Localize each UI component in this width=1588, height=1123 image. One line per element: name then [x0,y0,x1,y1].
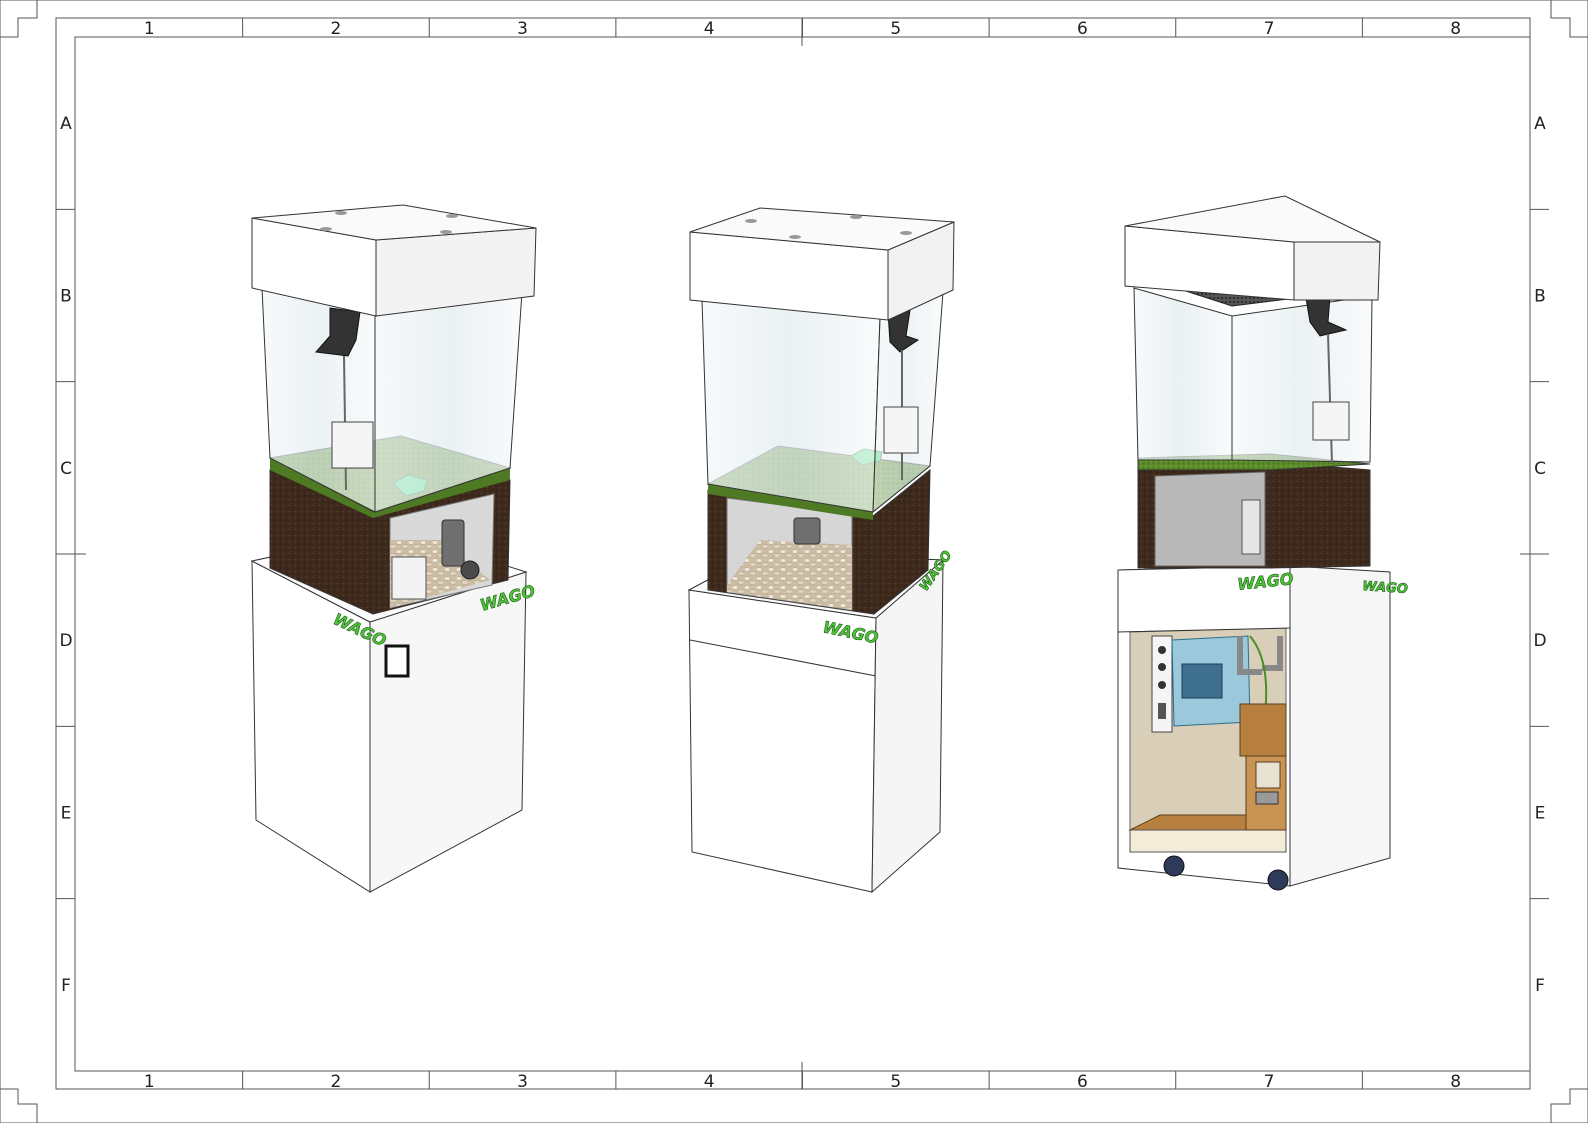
column-label-bottom: 6 [1077,1072,1088,1092]
left-lid-hole [440,230,452,234]
column-label-bottom: 1 [144,1072,155,1092]
center-glass-front [701,299,881,513]
column-label-top: 6 [1077,19,1088,39]
row-labels-left: A B C D E F [59,114,72,996]
right-valve-assembly [1255,791,1279,805]
center-base-drawer-line [689,639,877,677]
right-cavity-pump [1241,499,1261,555]
left-grass-edge [270,458,373,518]
right-wheel [1163,855,1185,877]
right-junction-box [1312,401,1350,441]
center-grass-edge [708,484,873,520]
center-lid-top [689,207,955,251]
center-cavity-gravel [727,540,852,610]
center-lid-hole [745,219,757,223]
right-glass-side [1231,295,1373,463]
right-pump-motor [1181,663,1223,699]
left-base-side [369,571,527,893]
left-display-screen [384,644,410,678]
right-soil-side [1269,461,1371,569]
left-lid-hole [335,211,347,215]
right-switch-icon [1158,703,1166,719]
right-knob-icon [1158,681,1166,689]
center-lid-hole [900,231,912,235]
center-soil-side [872,468,931,616]
right-knob-icon [1158,646,1166,654]
column-label-bottom: 8 [1450,1072,1461,1092]
column-label-bottom: 7 [1264,1072,1275,1092]
column-label-bottom: 2 [331,1072,342,1092]
row-labels-right: A B C D E F [1533,114,1546,996]
left-lid-top [251,204,537,241]
left-cavity-box [391,556,427,600]
row-label-left: C [60,459,72,479]
row-label-right: D [1533,631,1546,651]
row-label-left: F [61,976,71,996]
right-sensor-rod [1327,333,1333,465]
view-right: WAGO WAGO [1117,195,1409,891]
row-label-right: B [1534,287,1546,307]
row-label-right: E [1535,804,1546,824]
right-base-side [1289,565,1391,887]
right-glass-front [1133,287,1233,461]
right-wood-block [1239,703,1287,757]
column-label-top: 8 [1450,19,1461,39]
column-label-top: 7 [1264,19,1275,39]
right-pipe [1237,636,1283,675]
left-junction-box [331,421,374,469]
right-cavity [1154,471,1266,567]
row-label-right: C [1534,459,1546,479]
left-grass-edge-side [373,468,510,518]
column-label-top: 1 [144,19,155,39]
row-label-left: E [61,804,72,824]
column-label-top: 3 [517,19,528,39]
right-wheel [1267,869,1289,891]
right-knob-icon [1158,663,1166,671]
left-cavity-pump [441,519,465,567]
column-label-bottom: 4 [704,1072,715,1092]
row-label-left: B [60,287,72,307]
column-label-top: 4 [704,19,715,39]
column-label-top: 5 [890,19,901,39]
left-lid-hole [446,214,458,218]
column-labels-top: 1 2 3 4 5 6 7 8 [144,19,1461,39]
center-lid-hole [850,215,862,219]
row-label-left: D [59,631,72,651]
right-cabinet-bottom-rail [1129,829,1287,853]
right-lid-side [1293,241,1381,301]
row-label-right: F [1535,976,1545,996]
right-logo-side: WAGO [1362,579,1409,597]
right-lid-top [1124,195,1381,243]
left-lid-hole [320,227,332,231]
left-cavity-valve [460,560,480,580]
center-cavity-pump [793,517,821,545]
view-left: WAGO WAGO [250,204,538,893]
column-labels-bottom: 1 2 3 4 5 6 7 8 [144,1072,1461,1092]
center-lid-hole [789,235,801,239]
view-center: WAGO WAGO [687,207,956,894]
column-label-bottom: 5 [890,1072,901,1092]
center-junction-box [883,406,919,454]
column-label-bottom: 3 [517,1072,528,1092]
right-wood-window [1255,761,1281,789]
column-label-top: 2 [331,19,342,39]
row-label-left: A [60,114,72,134]
row-label-right: A [1534,114,1546,134]
